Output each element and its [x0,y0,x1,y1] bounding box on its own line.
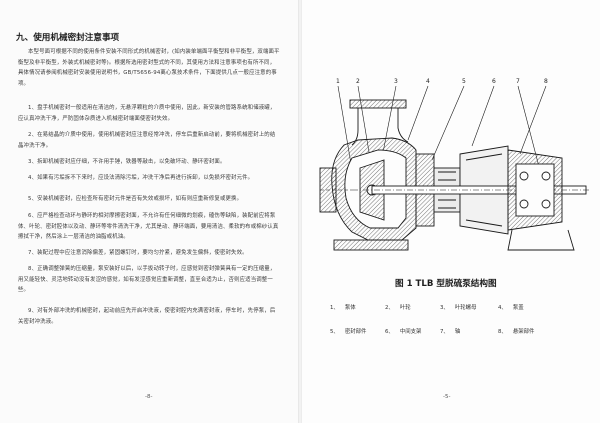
paragraph-2: 2、在易结晶的介质中使用，使用机械密封应注意经常冲洗，停车后重新启动前，要将机械… [18,132,276,149]
parts-list-item: 7、轴 [440,327,498,335]
part-number: 6、 [385,329,394,335]
parts-list-item: 4、泵盖 [498,303,556,311]
parts-list-item: 8、悬架部件 [498,327,556,335]
part-number: 8、 [498,329,507,335]
part-name: 叶轮螺母 [454,305,477,311]
right-page-number: -5- [443,394,451,400]
part-name: 轴 [454,329,461,335]
paragraph-5: 5、安装机械密封，应检查所有密封元件是否有失效或损坏，如有则应重新修复或更换。 [28,196,243,202]
paragraph-6: 6、应严格检查动环与静环的相对摩擦密封面，不允许有任何细微的划痕，磕伤等缺陷，装… [18,213,279,241]
part-number: 1、 [330,305,339,311]
pump-structure-diagram: 1 2 3 4 5 6 7 8 [319,78,590,251]
outlet-flange [349,99,409,146]
callout-5: 5 [462,78,466,85]
parts-list-item: 5、密封部件 [330,327,385,335]
paragraph-4: 4、如果有污垢拆不下来时，应设法清除污垢，冲洗干净后再进行拆卸，以免损坏密封元件… [28,175,254,181]
bearing-housing [507,149,563,231]
callout-6: 6 [492,78,496,85]
callout-2: 2 [356,78,360,85]
callout-4: 4 [426,78,430,85]
part-name: 泵体 [344,305,356,311]
parts-list-item: 6、中间支架 [385,327,440,335]
part-name: 叶轮 [399,305,411,311]
parts-list-item: 3、叶轮螺母 [440,303,498,311]
parts-list-item: 1、泵体 [330,303,385,311]
suction-inlet [319,167,352,213]
part-number: 4、 [498,305,507,311]
callout-3: 3 [394,78,398,85]
parts-list-item: 2、叶轮 [385,303,440,311]
paragraph-9: 9、对有外部冲洗的机械密封，起动前应先开启冲洗液，使密封腔内充满密封液，停车时，… [18,308,276,325]
paragraph-1: 1、盘手机械密封一般适用在清洁的，无悬浮颗粒的介质中使用，因此，新安装的管路系统… [18,105,276,122]
figure-title: 图 1 TLB 型脱硫泵结构图 [395,279,497,289]
callout-1: 1 [336,78,340,85]
part-name: 悬架部件 [512,329,535,335]
paragraph-3: 3、拆卸机械密封应仔细，不许用手锤，铁器等敲击，以免破坏动、静环密封面。 [28,159,226,165]
paragraph-7: 7、装配过程中应注意消除偏差，紧固螺钉时，要均匀拧紧，避免发生偏斜，使密封失效。 [28,250,248,256]
left-page [0,0,300,423]
part-number: 3、 [440,305,449,311]
paragraph-8: 8、正确调整弹簧的压缩量，泵安装好以后，以手扳动转子时，应感觉到密封弹簧具有一定… [18,266,276,294]
parts-list: 1、泵体 2、叶轮 3、叶轮螺母 4、泵盖 5、密封部件 6、中间支架 7、轴 … [330,303,590,335]
part-name: 密封部件 [344,329,367,335]
left-page-number: -8- [145,394,153,400]
part-number: 5、 [330,329,339,335]
part-number: 2、 [385,305,394,311]
intro-paragraph: 本型号面可根据不同的使用条件安装不同形式的机械密封，(如内装单端面平衡型和非平衡… [18,49,280,87]
callout-7: 7 [516,78,520,85]
page-gutter [298,0,302,423]
part-name: 中间支架 [399,329,422,335]
bracket-foot [333,229,575,251]
section-heading: 九、使用机械密封注意事项 [16,33,120,43]
part-name: 泵盖 [512,305,524,311]
part-number: 7、 [440,329,449,335]
callout-8: 8 [544,78,548,85]
